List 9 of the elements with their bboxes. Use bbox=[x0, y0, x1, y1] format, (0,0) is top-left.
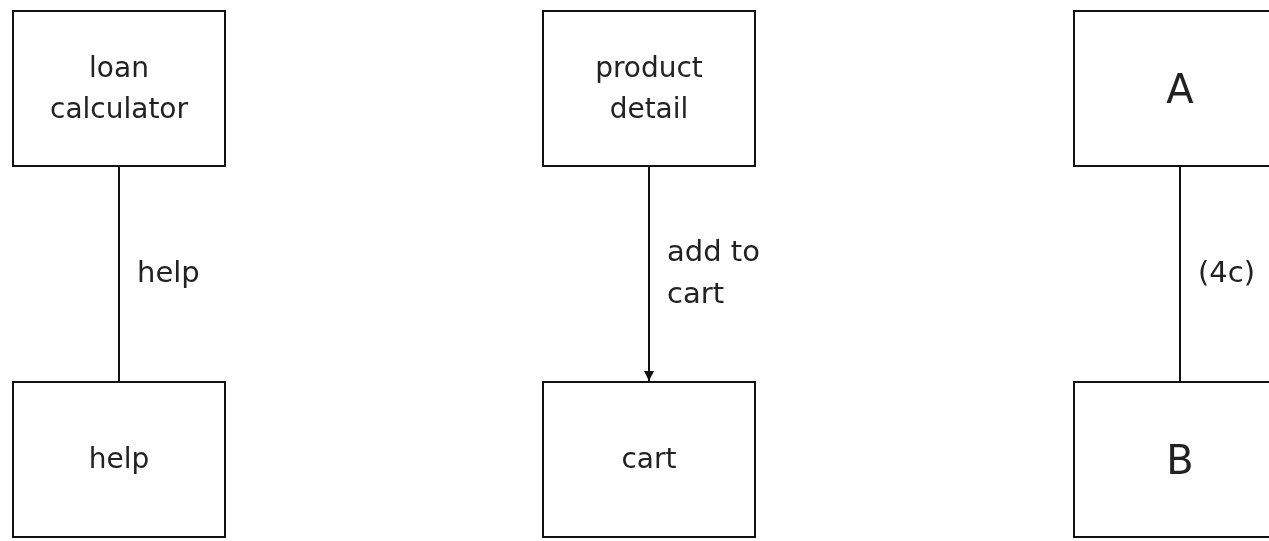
process-box: help bbox=[12, 381, 226, 538]
connector-line bbox=[118, 166, 120, 382]
arrow bbox=[644, 166, 654, 382]
process-box: B bbox=[1073, 381, 1269, 538]
process-box: cart bbox=[542, 381, 756, 538]
process-box: loan calculator bbox=[12, 10, 226, 167]
process-box: A bbox=[1073, 10, 1269, 167]
connector-line bbox=[1179, 166, 1181, 382]
process-box: product detail bbox=[542, 10, 756, 167]
